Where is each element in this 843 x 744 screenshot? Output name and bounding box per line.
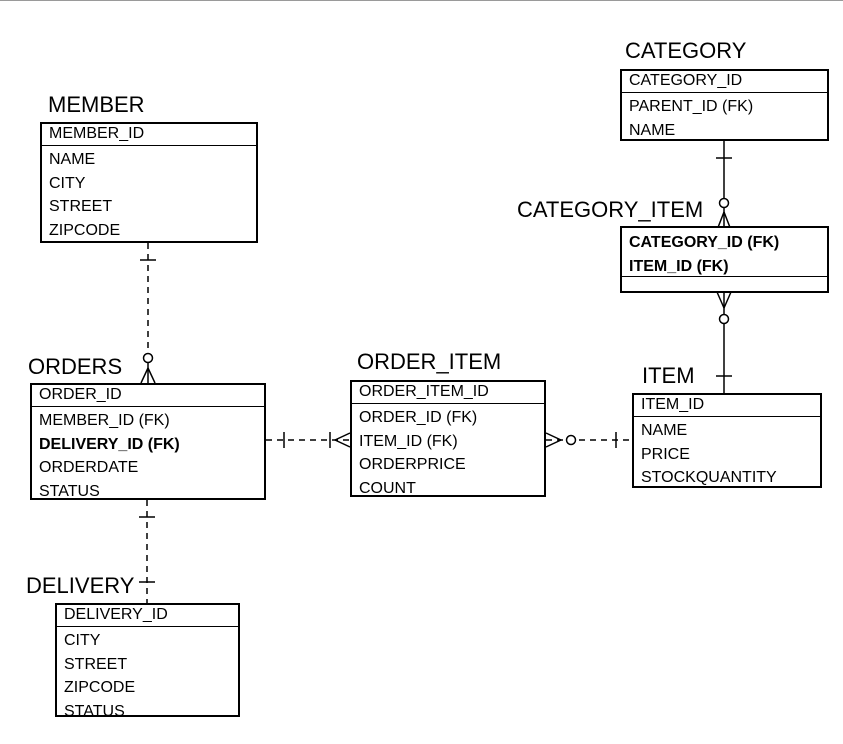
orders-entity: ORDER_ID MEMBER_ID (FK) DELIVERY_ID (FK)… bbox=[30, 383, 266, 500]
rel-orders-orderitem bbox=[266, 432, 351, 448]
category-item-title: CATEGORY_ITEM bbox=[517, 197, 704, 222]
item-attr-name: NAME bbox=[641, 422, 688, 439]
delivery-entity: DELIVERY_ID CITY STREET ZIPCODE STATUS bbox=[55, 603, 240, 720]
delivery-pk: DELIVERY_ID bbox=[57, 605, 238, 627]
delivery-attr-status: STATUS bbox=[64, 702, 125, 720]
delivery-attr-zipcode: ZIPCODE bbox=[64, 679, 136, 696]
category-entity: CATEGORY_ID PARENT_ID (FK) NAME bbox=[620, 69, 829, 141]
item-title: ITEM bbox=[642, 363, 695, 388]
rel-item-orderitem bbox=[545, 432, 632, 448]
rel-item-categoryitem bbox=[716, 291, 732, 393]
category-title: CATEGORY bbox=[625, 38, 747, 63]
category-pk: CATEGORY_ID bbox=[622, 71, 827, 93]
item-attr-stockquantity: STOCKQUANTITY bbox=[641, 469, 777, 486]
category-attr-name: NAME bbox=[629, 121, 676, 139]
category-item-pk-category-id: CATEGORY_ID (FK) bbox=[629, 234, 780, 251]
item-pk: ITEM_ID bbox=[634, 395, 820, 417]
category-item-pk-item-id: ITEM_ID (FK) bbox=[629, 257, 729, 275]
rel-category-categoryitem bbox=[716, 141, 732, 231]
orders-attr-status: STATUS bbox=[39, 482, 100, 500]
member-attr-name: NAME bbox=[49, 151, 96, 168]
orders-pk: ORDER_ID bbox=[32, 385, 264, 407]
member-attr-zipcode: ZIPCODE bbox=[49, 221, 121, 239]
category-item-entity: CATEGORY_ID (FK) ITEM_ID (FK) bbox=[620, 226, 829, 293]
member-title: MEMBER bbox=[48, 92, 145, 117]
member-entity: MEMBER_ID NAME CITY STREET ZIPCODE bbox=[40, 122, 258, 243]
rel-member-orders bbox=[140, 243, 156, 384]
item-attr-price: PRICE bbox=[641, 445, 690, 463]
orders-title: ORDERS bbox=[28, 354, 123, 379]
order-item-entity: ORDER_ITEM_ID ORDER_ID (FK) ITEM_ID (FK)… bbox=[350, 380, 546, 497]
order-item-attr-count: COUNT bbox=[359, 479, 416, 497]
order-item-pk: ORDER_ITEM_ID bbox=[352, 382, 544, 404]
order-item-attr-orderprice: ORDERPRICE bbox=[359, 456, 466, 473]
category-item-empty-section bbox=[622, 276, 827, 277]
order-item-title: ORDER_ITEM bbox=[357, 349, 502, 374]
rel-orders-delivery bbox=[139, 500, 155, 603]
orders-attr-member-id: MEMBER_ID (FK) bbox=[39, 412, 170, 429]
member-pk: MEMBER_ID bbox=[42, 124, 256, 146]
top-border bbox=[0, 0, 843, 1]
order-item-attr-order-id: ORDER_ID (FK) bbox=[359, 409, 478, 426]
delivery-attr-city: CITY bbox=[64, 632, 101, 649]
order-item-attr-item-id: ITEM_ID (FK) bbox=[359, 432, 458, 450]
member-attr-city: CITY bbox=[49, 174, 86, 192]
item-entity: ITEM_ID NAME PRICE STOCKQUANTITY bbox=[632, 393, 822, 488]
delivery-attr-street: STREET bbox=[64, 655, 128, 673]
category-attr-parent-id: PARENT_ID (FK) bbox=[629, 98, 754, 115]
delivery-title: DELIVERY bbox=[26, 573, 135, 598]
orders-attr-delivery-id: DELIVERY_ID (FK) bbox=[39, 435, 180, 453]
orders-attr-orderdate: ORDERDATE bbox=[39, 459, 139, 476]
member-attr-street: STREET bbox=[49, 198, 113, 215]
